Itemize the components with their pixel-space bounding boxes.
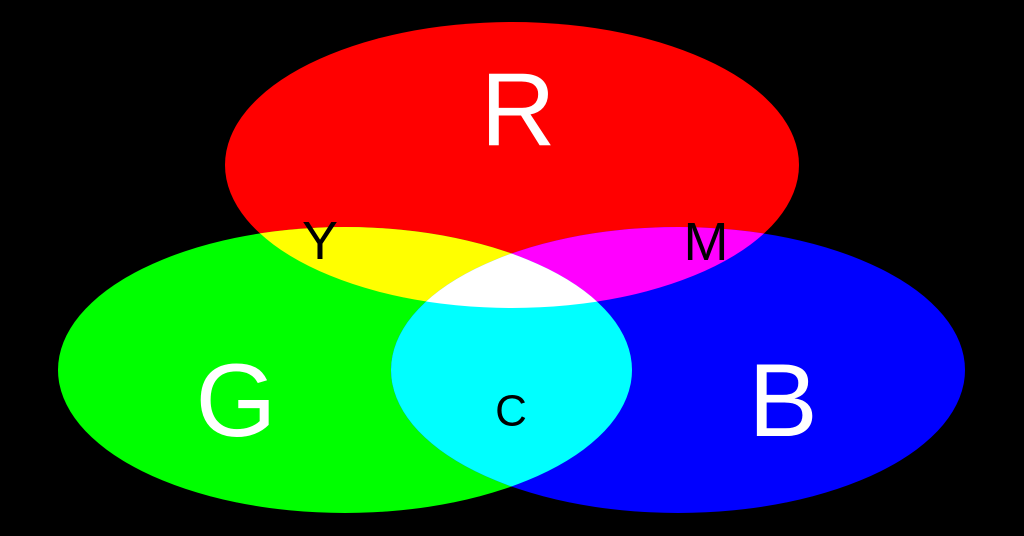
white-center-inner	[391, 227, 965, 513]
label-red: R	[480, 52, 555, 168]
label-green: G	[196, 343, 277, 459]
white-center-group	[391, 227, 965, 513]
label-blue: B	[748, 343, 817, 459]
white-center[interactable]	[391, 227, 965, 513]
label-yellow: Y	[302, 211, 338, 271]
label-magenta: M	[684, 212, 729, 272]
label-cyan: C	[495, 387, 527, 436]
